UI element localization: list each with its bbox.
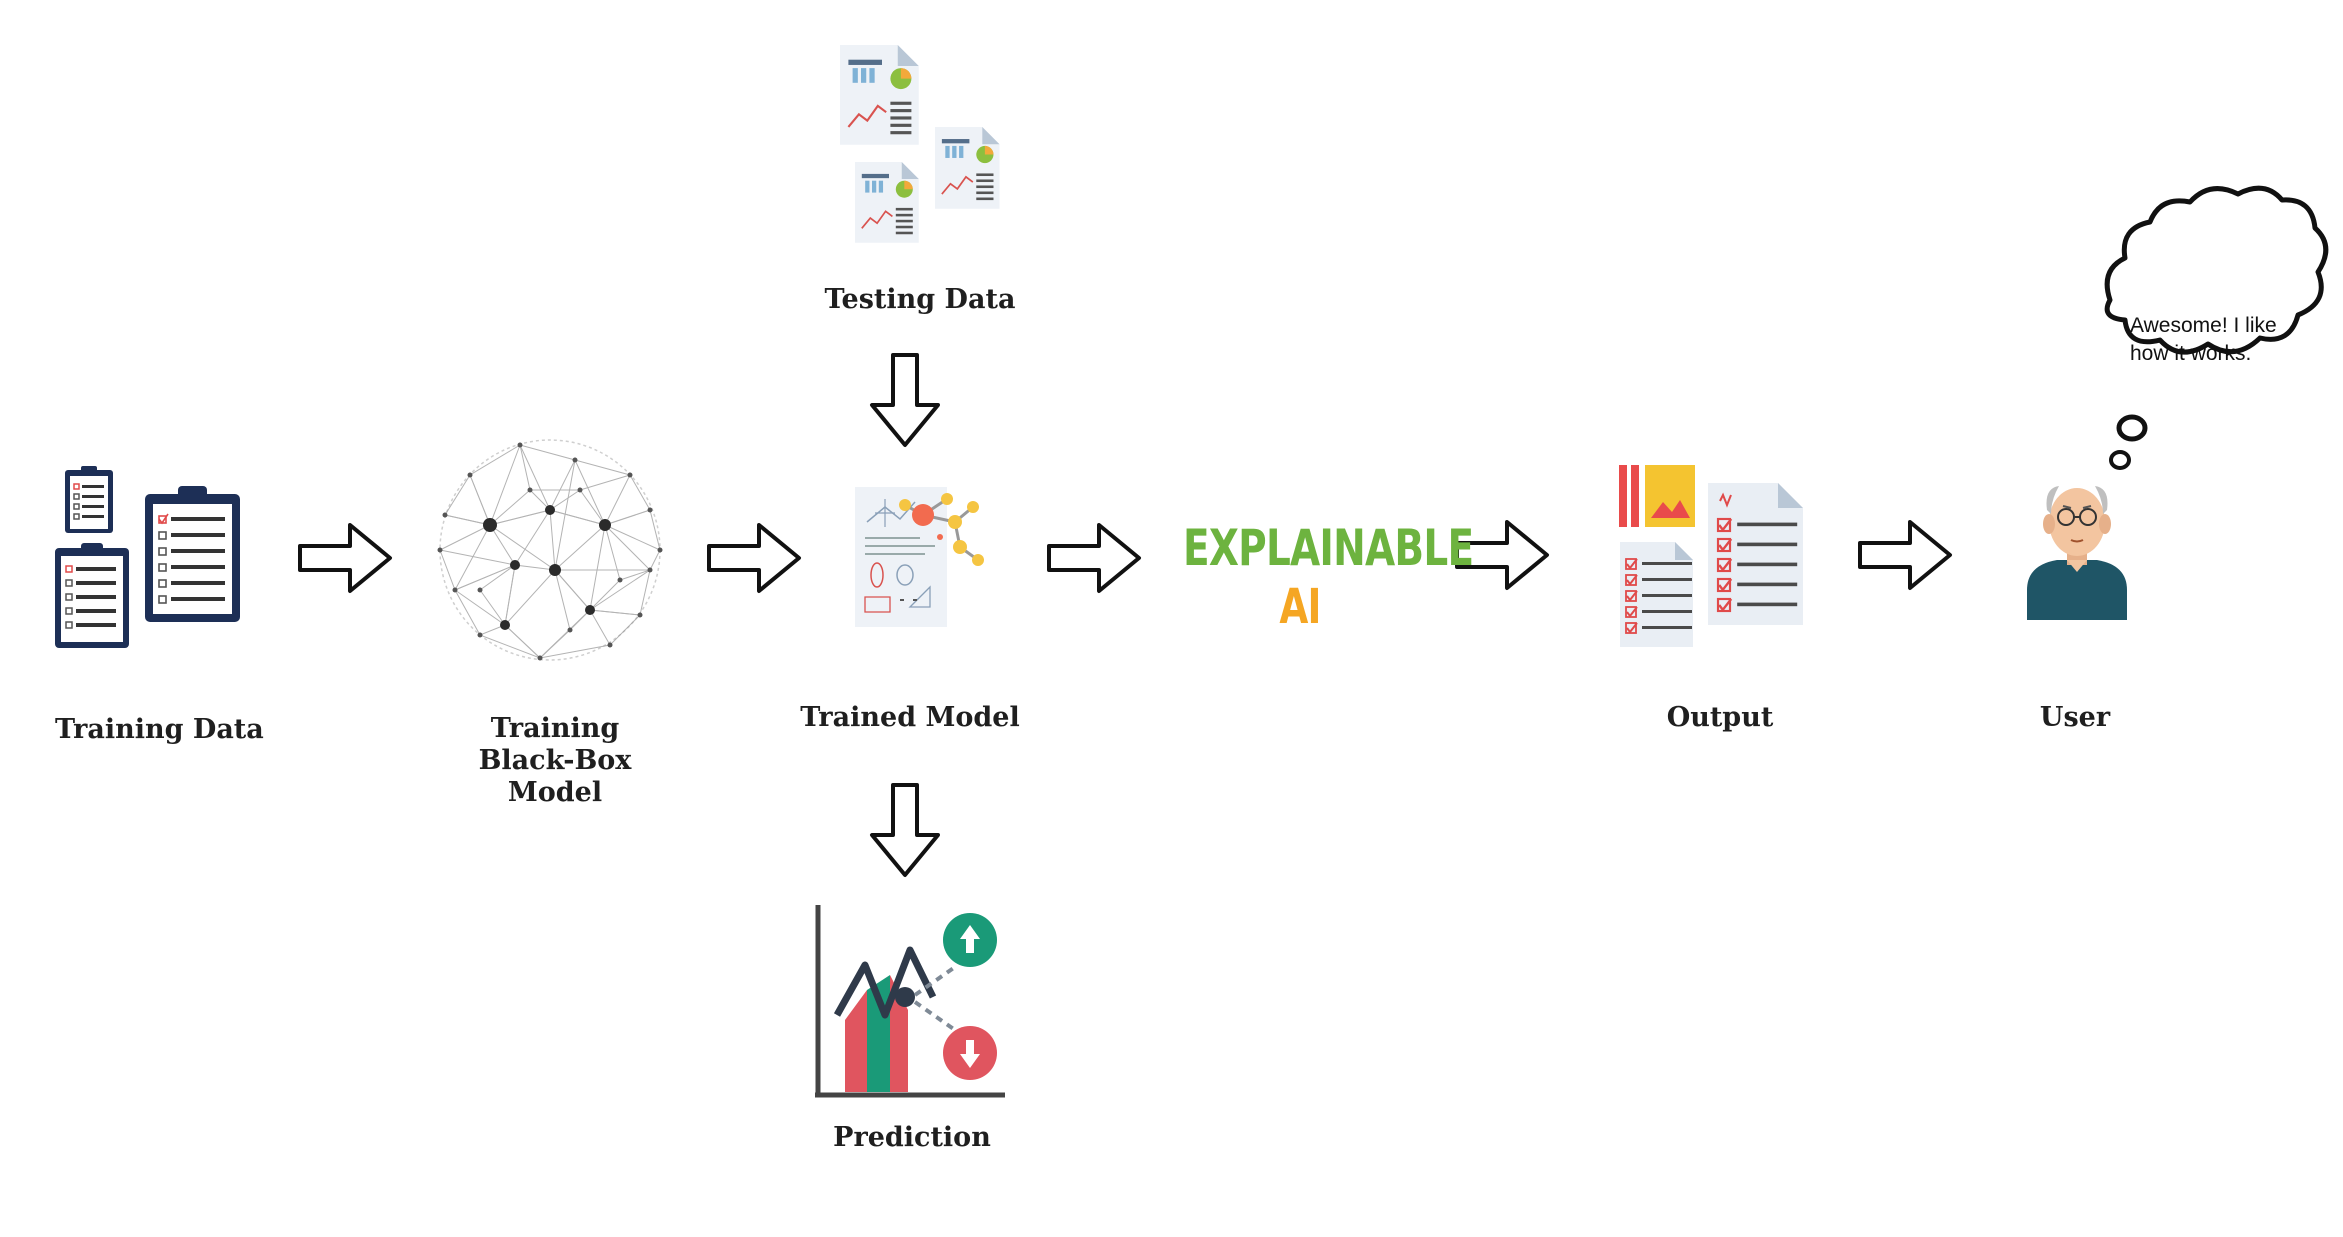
trained-model-label: Trained Model [800, 702, 1020, 733]
explainable-text: EXPLAINABLE [1183, 519, 1474, 577]
report-documents-icon [838, 43, 1001, 244]
person-avatar-icon [2027, 486, 2127, 620]
user-thought-text: Awesome! I like how it works. [2130, 314, 2277, 365]
training-data-label: Training Data [55, 714, 264, 745]
testing-data-label: Testing Data [824, 284, 1016, 315]
molecule-document-icon [855, 487, 984, 627]
trend-chart-icon [815, 905, 1005, 1098]
arrow-output-to-user [1858, 520, 1952, 590]
checklist-documents-icon [1619, 465, 1803, 647]
clipboards-icon [55, 466, 240, 648]
thought-bubble [2104, 185, 2329, 470]
output-label: Output [1666, 702, 1774, 733]
network-sphere-icon [437, 439, 663, 661]
arrow-model-to-xai [1047, 523, 1141, 593]
prediction-label: Prediction [833, 1122, 991, 1153]
arrow-training-to-blackbox [298, 523, 392, 593]
black-box-label: Training Black-Box Model [478, 713, 632, 808]
arrow-model-to-prediction [870, 783, 940, 877]
arrow-testing-to-model [870, 353, 940, 447]
arrow-blackbox-to-model [707, 523, 801, 593]
ai-text: AI [1279, 579, 1321, 635]
user-label: User [2039, 702, 2111, 733]
